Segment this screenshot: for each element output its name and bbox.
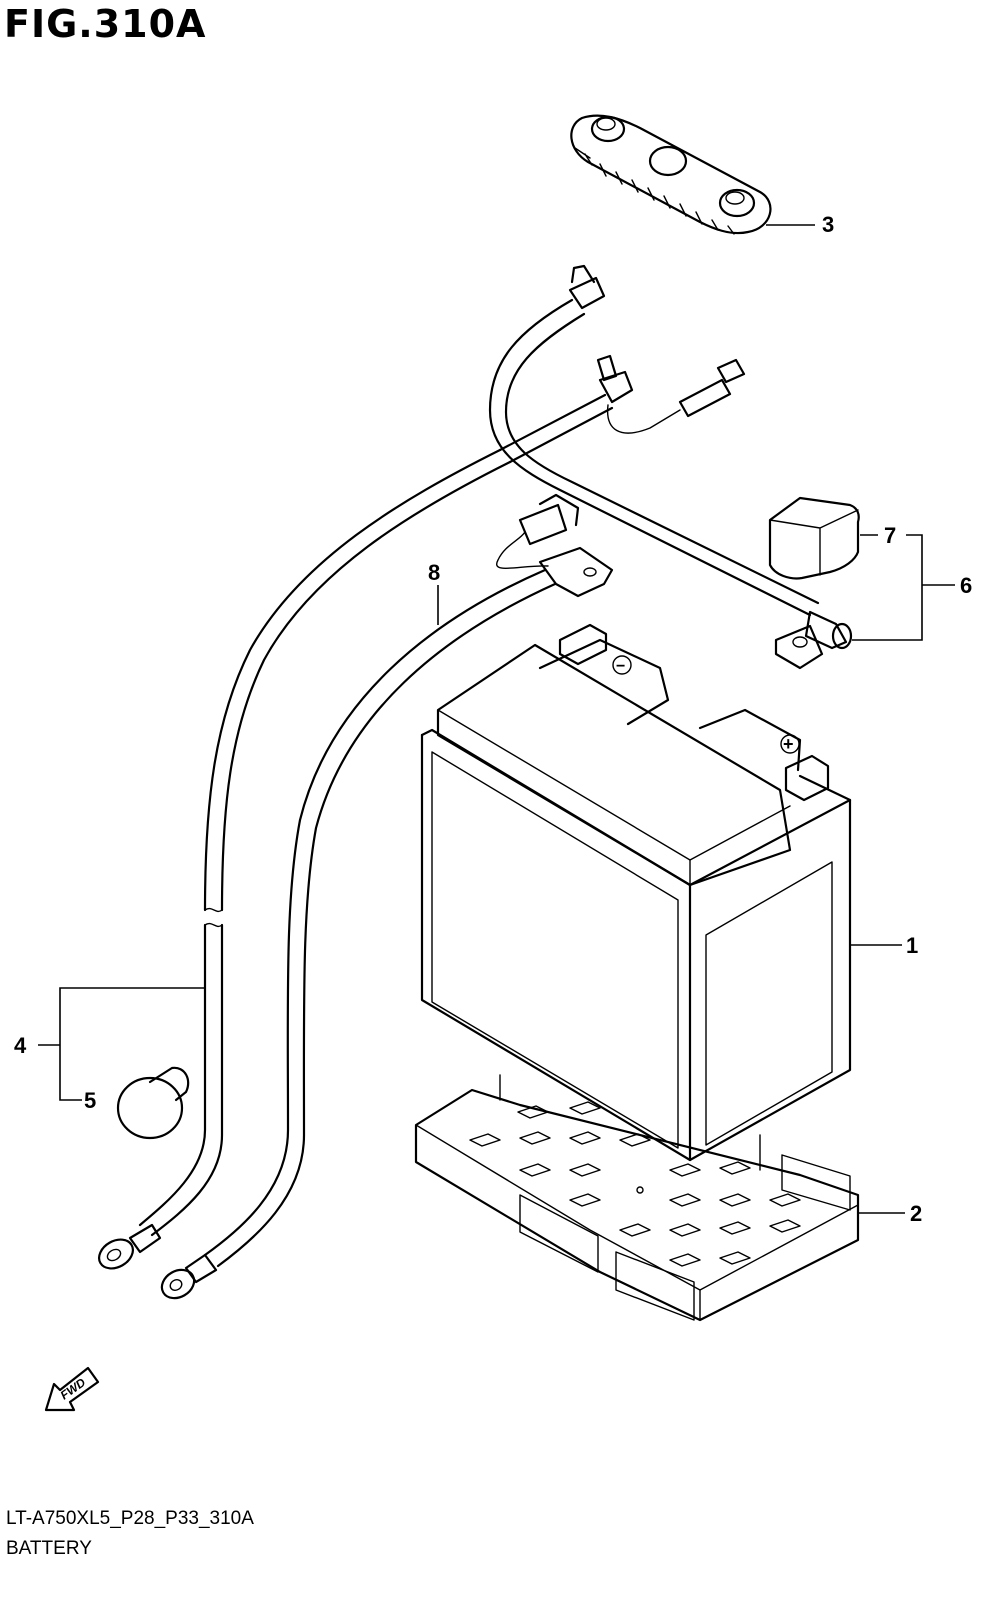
callout-4: 4 xyxy=(14,1033,27,1058)
tray-slots xyxy=(469,1101,801,1267)
fwd-arrow-icon: FWD xyxy=(44,1366,100,1412)
callout-8: 8 xyxy=(428,560,440,585)
battery-tray-part-2 xyxy=(414,1074,860,1322)
positive-terminal-mark: + xyxy=(783,734,794,754)
callout-1: 1 xyxy=(906,933,918,958)
negative-cable-part-4 xyxy=(98,354,746,1270)
callout-7: 7 xyxy=(884,523,896,548)
callout-3: 3 xyxy=(822,212,834,237)
terminal-cap-part-5 xyxy=(116,1066,190,1140)
figure-title: FIG.310A xyxy=(4,2,207,46)
fwd-label: FWD xyxy=(58,1375,89,1402)
section-name: BATTERY xyxy=(6,1538,92,1559)
sub-cable-part-8 xyxy=(160,493,614,1300)
negative-terminal-mark: − xyxy=(616,658,625,675)
callout-6: 6 xyxy=(960,573,972,598)
terminal-cover-part-3 xyxy=(570,114,772,235)
positive-cable-part-6 xyxy=(488,264,853,670)
battery-part-1: − + xyxy=(420,623,852,1162)
model-code: LT-A750XL5_P28_P33_310A xyxy=(6,1508,254,1529)
terminal-cap-part-7 xyxy=(768,496,860,580)
callout-2: 2 xyxy=(910,1201,922,1226)
callout-5: 5 xyxy=(84,1088,96,1113)
